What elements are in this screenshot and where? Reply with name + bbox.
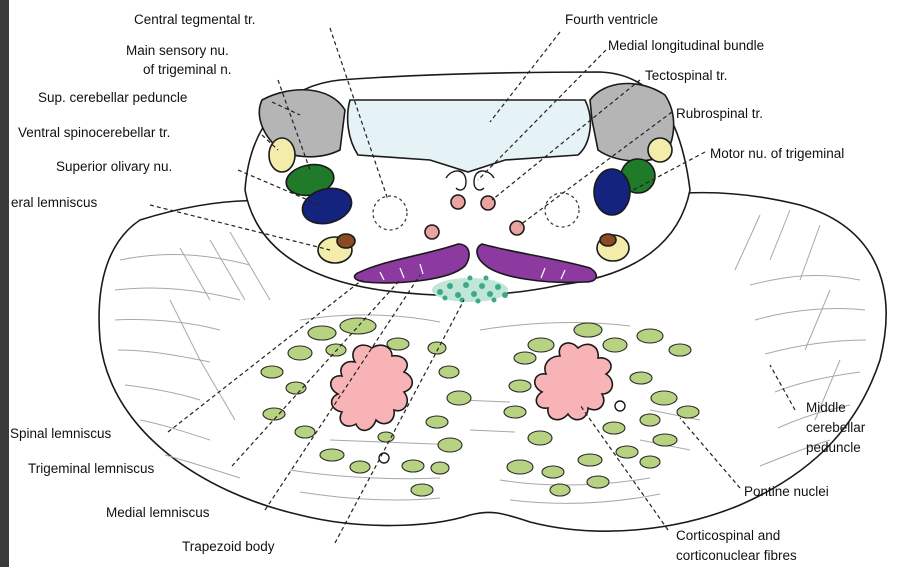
- label-superior-olivary: Superior olivary nu.: [56, 159, 172, 174]
- corticospinal-fascicle-left: [379, 453, 389, 463]
- rubrospinal-tract-left: [425, 225, 439, 239]
- tectospinal-tract-left: [451, 195, 465, 209]
- label-sup-cerebellar: Sup. cerebellar peduncle: [38, 90, 187, 105]
- label-lateral-lemniscus: eral lemniscus: [11, 195, 98, 210]
- label-trigeminal-lemniscus: Trigeminal lemniscus: [28, 461, 155, 476]
- label-central-tegmental: Central tegmental tr.: [134, 12, 256, 27]
- superior-olivary-complex-right: [597, 234, 629, 261]
- label-middle-cerebellar-2: cerebellar: [806, 420, 866, 435]
- label-pontine-nuclei: Pontine nuclei: [744, 484, 829, 499]
- label-trapezoid-body: Trapezoid body: [182, 539, 275, 554]
- yellow-nucleus-left-upper: [269, 138, 295, 172]
- label-ventral-spinocerebellar: Ventral spinocerebellar tr.: [18, 125, 170, 140]
- label-middle-cerebellar-3: peduncle: [806, 440, 861, 455]
- label-spinal-lemniscus: Spinal lemniscus: [10, 426, 112, 441]
- corticospinal-fascicle-right: [615, 401, 625, 411]
- label-medial-longitudinal: Medial longitudinal bundle: [608, 38, 764, 53]
- label-main-sensory-1: Main sensory nu.: [126, 43, 229, 58]
- tectospinal-tract-right: [481, 196, 495, 210]
- label-motor-trigeminal: Motor nu. of trigeminal: [710, 146, 844, 161]
- rubrospinal-tract-right: [510, 221, 524, 235]
- label-corticospinal-1: Corticospinal and: [676, 528, 780, 543]
- blue-nucleus-right: [594, 169, 630, 215]
- label-fourth-ventricle: Fourth ventricle: [565, 12, 658, 27]
- yellow-nucleus-right-upper: [648, 138, 672, 162]
- label-middle-cerebellar-1: Middle: [806, 400, 846, 415]
- label-tectospinal: Tectospinal tr.: [645, 68, 728, 83]
- label-medial-lemniscus: Medial lemniscus: [106, 505, 210, 520]
- label-corticospinal-2: corticonuclear fibres: [676, 548, 797, 563]
- label-main-sensory-2: of trigeminal n.: [143, 62, 232, 77]
- label-rubrospinal: Rubrospinal tr.: [676, 106, 763, 121]
